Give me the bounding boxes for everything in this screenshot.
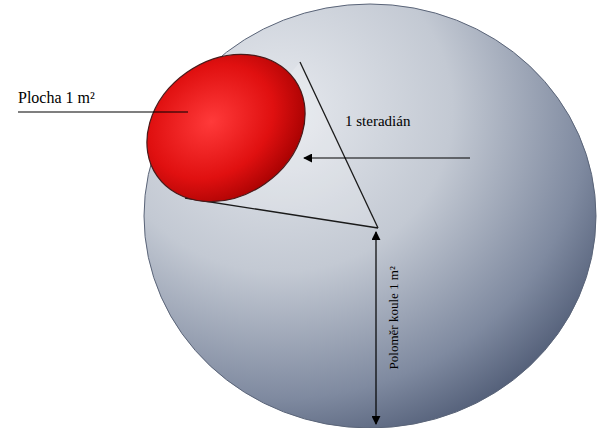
area-label: Plocha 1 m²: [18, 88, 95, 107]
angle-label: 1 steradián: [345, 112, 410, 130]
radius-arrow: [375, 232, 376, 424]
radius-label: Poloměr koule 1 m²: [386, 266, 402, 369]
surface-patch: [118, 24, 334, 232]
leader-line: [18, 111, 188, 112]
cone-edge: [300, 62, 378, 228]
cone-edge: [185, 198, 378, 228]
pointer-arrow: [304, 157, 470, 158]
